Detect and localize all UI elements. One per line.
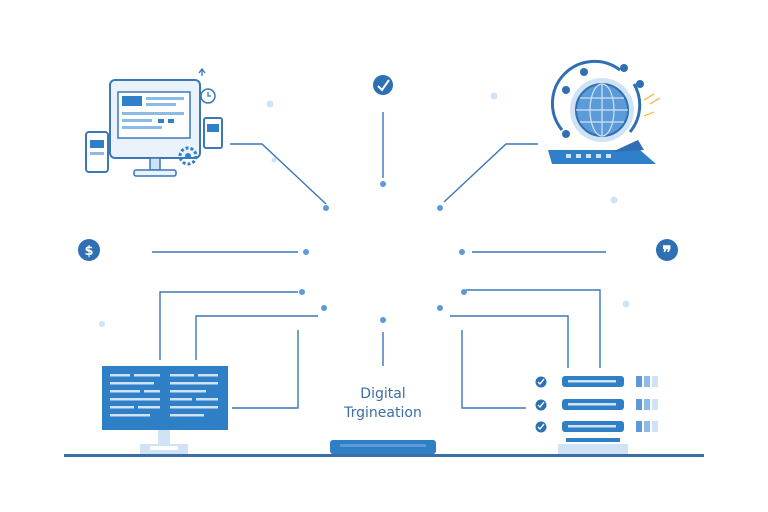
- center-title-line-2: Trgineation: [344, 405, 422, 421]
- decor-dot: [99, 321, 105, 327]
- dollar-badge-icon: $: [78, 239, 100, 261]
- junction-dot: [323, 205, 329, 211]
- center-base-icon: [330, 440, 436, 454]
- server-row: [535, 421, 658, 433]
- server-row: [535, 376, 658, 388]
- connector-lines: [152, 112, 606, 409]
- computer-and-devices-icon: [85, 67, 223, 177]
- server-row: [535, 399, 658, 411]
- junction-dot: [380, 317, 386, 323]
- connector-low-left-outer: [159, 291, 298, 360]
- decor-dot: [490, 92, 498, 100]
- desktop-monitor-icon: [102, 366, 228, 454]
- svg-text:❞: ❞: [662, 243, 671, 263]
- connector-low-left-inner: [195, 315, 318, 360]
- connector-low-right-outer: [466, 289, 601, 368]
- junction-dot: [380, 181, 386, 187]
- junction-dot: [461, 289, 467, 295]
- connector-low-right-inner: [450, 315, 569, 368]
- junction-dot: [303, 249, 309, 255]
- connector-low-right-bottom: [461, 330, 526, 409]
- checkmark-badge-icon: [373, 75, 393, 95]
- decor-dot: [271, 157, 277, 163]
- junction-dot: [459, 249, 465, 255]
- ground-line: [64, 454, 704, 457]
- junction-dot: [437, 205, 443, 211]
- junction-dot: [321, 305, 327, 311]
- connector-top-left: [230, 143, 327, 205]
- decor-dot: [610, 196, 618, 204]
- globe-network-icon: [548, 59, 661, 164]
- junction-dot: [437, 305, 443, 311]
- connector-low-left-bottom: [232, 330, 299, 409]
- junction-dot: [299, 289, 305, 295]
- server-list-icon: [535, 376, 658, 454]
- decorative-dots: [99, 92, 630, 327]
- decor-dot: [266, 100, 274, 108]
- center-title-line-1: Digital: [360, 386, 406, 402]
- decor-dot: [622, 300, 630, 308]
- junction-dots: [299, 181, 467, 323]
- quote-badge-icon: ❞: [656, 239, 678, 263]
- connector-top-right: [443, 143, 538, 203]
- svg-text:$: $: [84, 244, 93, 259]
